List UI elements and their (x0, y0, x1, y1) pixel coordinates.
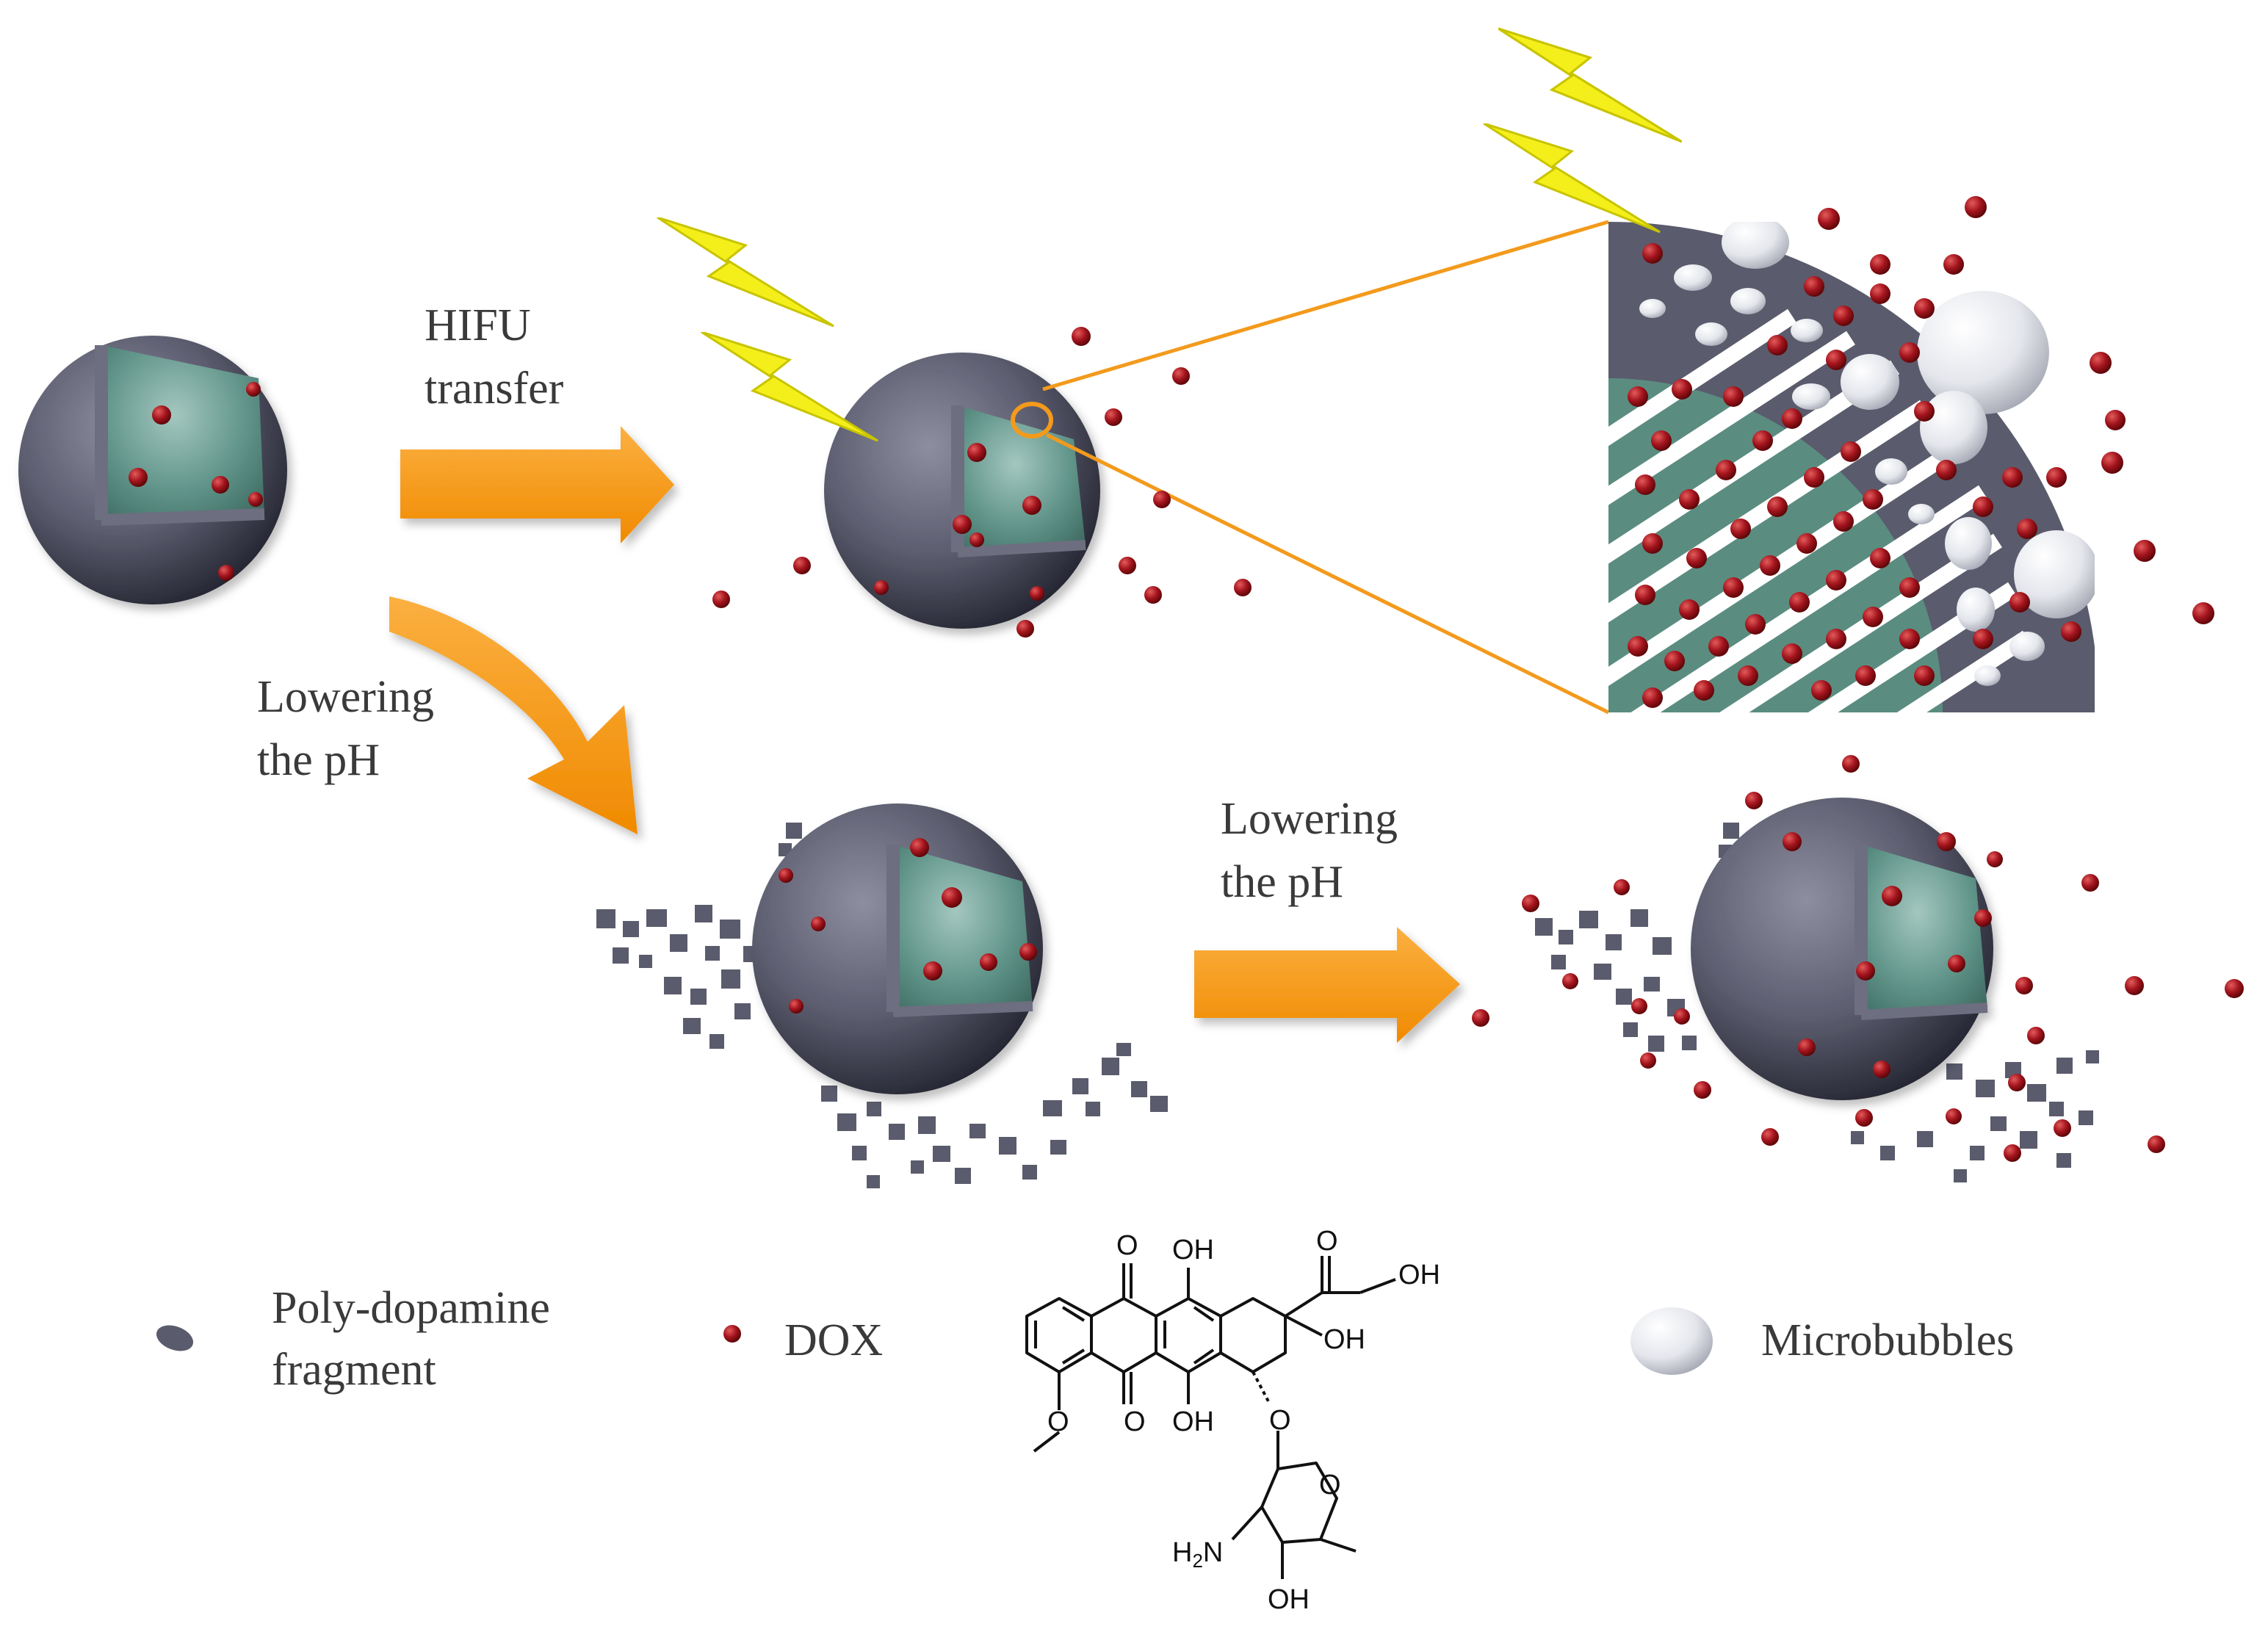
hifu-nanoparticle (824, 353, 1100, 629)
dox-icon (723, 1325, 741, 1343)
microbubble-icon (1630, 1307, 1713, 1375)
degrading-nanoparticle (596, 803, 1168, 1188)
inset-dox (1628, 243, 2081, 708)
hifu-label-line2: transfer (425, 364, 564, 413)
hifu-lightning-bolts (656, 27, 1682, 442)
oh-side-chain-label: OH (1398, 1260, 1440, 1290)
ph-right-label-line1: Lowering (1221, 794, 1398, 844)
dox-molecules (129, 327, 2244, 1162)
o-bottom-left-label: O (1124, 1406, 1146, 1437)
lightning-icon (1482, 123, 1661, 234)
hifu-arrow (400, 426, 674, 543)
oh-ring-label: OH (1323, 1324, 1365, 1355)
lightning-icon (656, 217, 835, 328)
o-ketone-label: O (1316, 1226, 1338, 1257)
particle-core-cutaway (958, 405, 1086, 552)
degraded-nanoparticle (1535, 798, 2099, 1182)
ph-curved-arrow (389, 596, 638, 834)
intact-nanoparticle (18, 336, 287, 604)
legend-dox-label: DOX (784, 1315, 884, 1365)
polydopamine-fragments (1535, 823, 2099, 1182)
inset-microbubbles (1639, 222, 2095, 686)
polydopamine-fragments (596, 823, 1168, 1188)
lightning-icon (1498, 27, 1682, 143)
doxorubicin-labels: O OH O OH OH O OH O O O H2N OH (1047, 1226, 1440, 1615)
o-sugar-ring-label: O (1319, 1470, 1341, 1500)
oh-sugar-label: OH (1268, 1584, 1310, 1615)
ph-left-label-line1: Lowering (257, 672, 435, 722)
oh-bottom-middle-label: OH (1172, 1406, 1214, 1437)
o-glycosidic-label: O (1269, 1405, 1291, 1436)
process-arrows (389, 426, 1460, 1043)
methoxy-o-label: O (1047, 1406, 1069, 1437)
legend-fragment-label-line2: fragment (272, 1345, 436, 1395)
zoom-line-top (1042, 220, 1609, 391)
doxorubicin-structure (1025, 1256, 1396, 1579)
ph-arrow (1194, 927, 1460, 1043)
ph-right-label-line2: the pH (1221, 857, 1344, 907)
polydopamine-fragment-icon (156, 1325, 194, 1351)
ph-left-label-line2: the pH (257, 735, 380, 785)
legend-microbubbles-label: Microbubbles (1761, 1315, 2015, 1365)
oh-top-middle-label: OH (1172, 1235, 1214, 1265)
o-top-left-label: O (1116, 1230, 1138, 1261)
zoom-line-bottom (1045, 433, 1610, 715)
released-dox (1818, 196, 2214, 624)
lightning-icon (700, 332, 879, 442)
legend-fragment-label-line1: Poly-dopamine (272, 1283, 550, 1333)
zoom-marker (1011, 402, 1053, 438)
legend (156, 1307, 1713, 1375)
h2n-label: H2N (1172, 1537, 1223, 1572)
hifu-label-line1: HIFU (425, 300, 531, 350)
zoom-inset (1042, 196, 2214, 715)
